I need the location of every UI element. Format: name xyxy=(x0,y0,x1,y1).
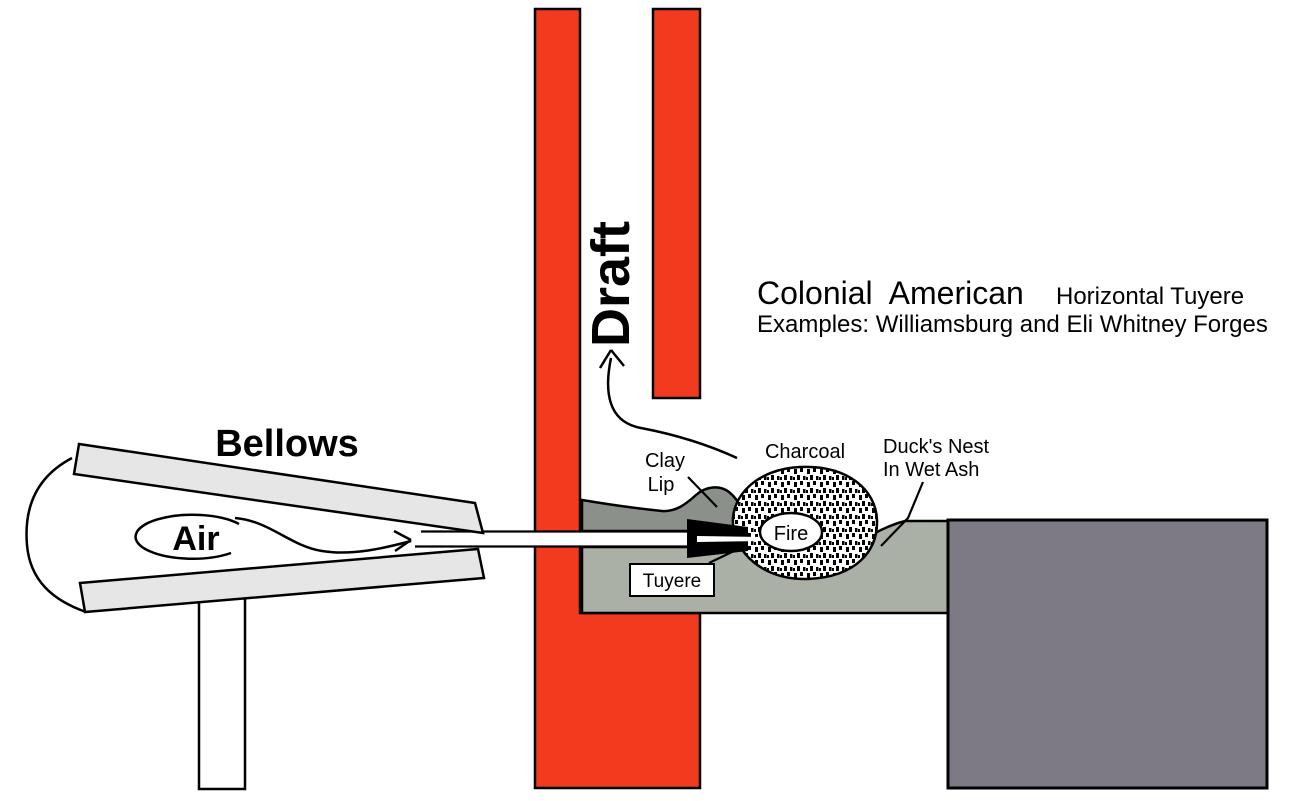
tuyere-label-box xyxy=(629,563,715,597)
chimney-right-wall xyxy=(651,7,702,400)
title-line2: Examples: Williamsburg and Eli Whitney F… xyxy=(757,311,1268,338)
draft-arrow xyxy=(598,349,738,460)
bellows-label: Bellows xyxy=(215,423,359,465)
bellows-bottom-board xyxy=(78,547,486,614)
tuyere-leader xyxy=(708,550,735,564)
air-flow-arrow xyxy=(234,516,412,554)
clay-lip-label-line2: Lip xyxy=(648,474,675,496)
bellows-hinge xyxy=(25,456,87,614)
ducks-nest-leader xyxy=(880,481,925,547)
air-ellipse xyxy=(134,513,240,560)
tuyere-air-channel xyxy=(697,536,763,542)
charcoal-label: Charcoal xyxy=(765,441,845,463)
clay-lip-label-line1: Clay xyxy=(645,450,685,472)
fire-ellipse xyxy=(758,511,824,553)
ducks-nest-label-line2: In Wet Ash xyxy=(883,459,979,481)
fire-label: Fire xyxy=(774,523,808,545)
title-main: Colonial American xyxy=(757,275,1024,311)
stone-block xyxy=(946,518,1269,790)
title-sub: Horizontal Tuyere xyxy=(1056,283,1244,310)
draft-label: Draft xyxy=(581,221,641,347)
tuyere-label: Tuyere xyxy=(643,571,701,592)
air-pipe xyxy=(415,530,698,548)
ducks-nest-label-line1: Duck's Nest xyxy=(883,436,990,458)
clay-lip-leader xyxy=(687,476,718,508)
air-label: Air xyxy=(172,520,219,558)
bellows-leg xyxy=(197,595,247,791)
bellows-top-board xyxy=(72,442,485,535)
